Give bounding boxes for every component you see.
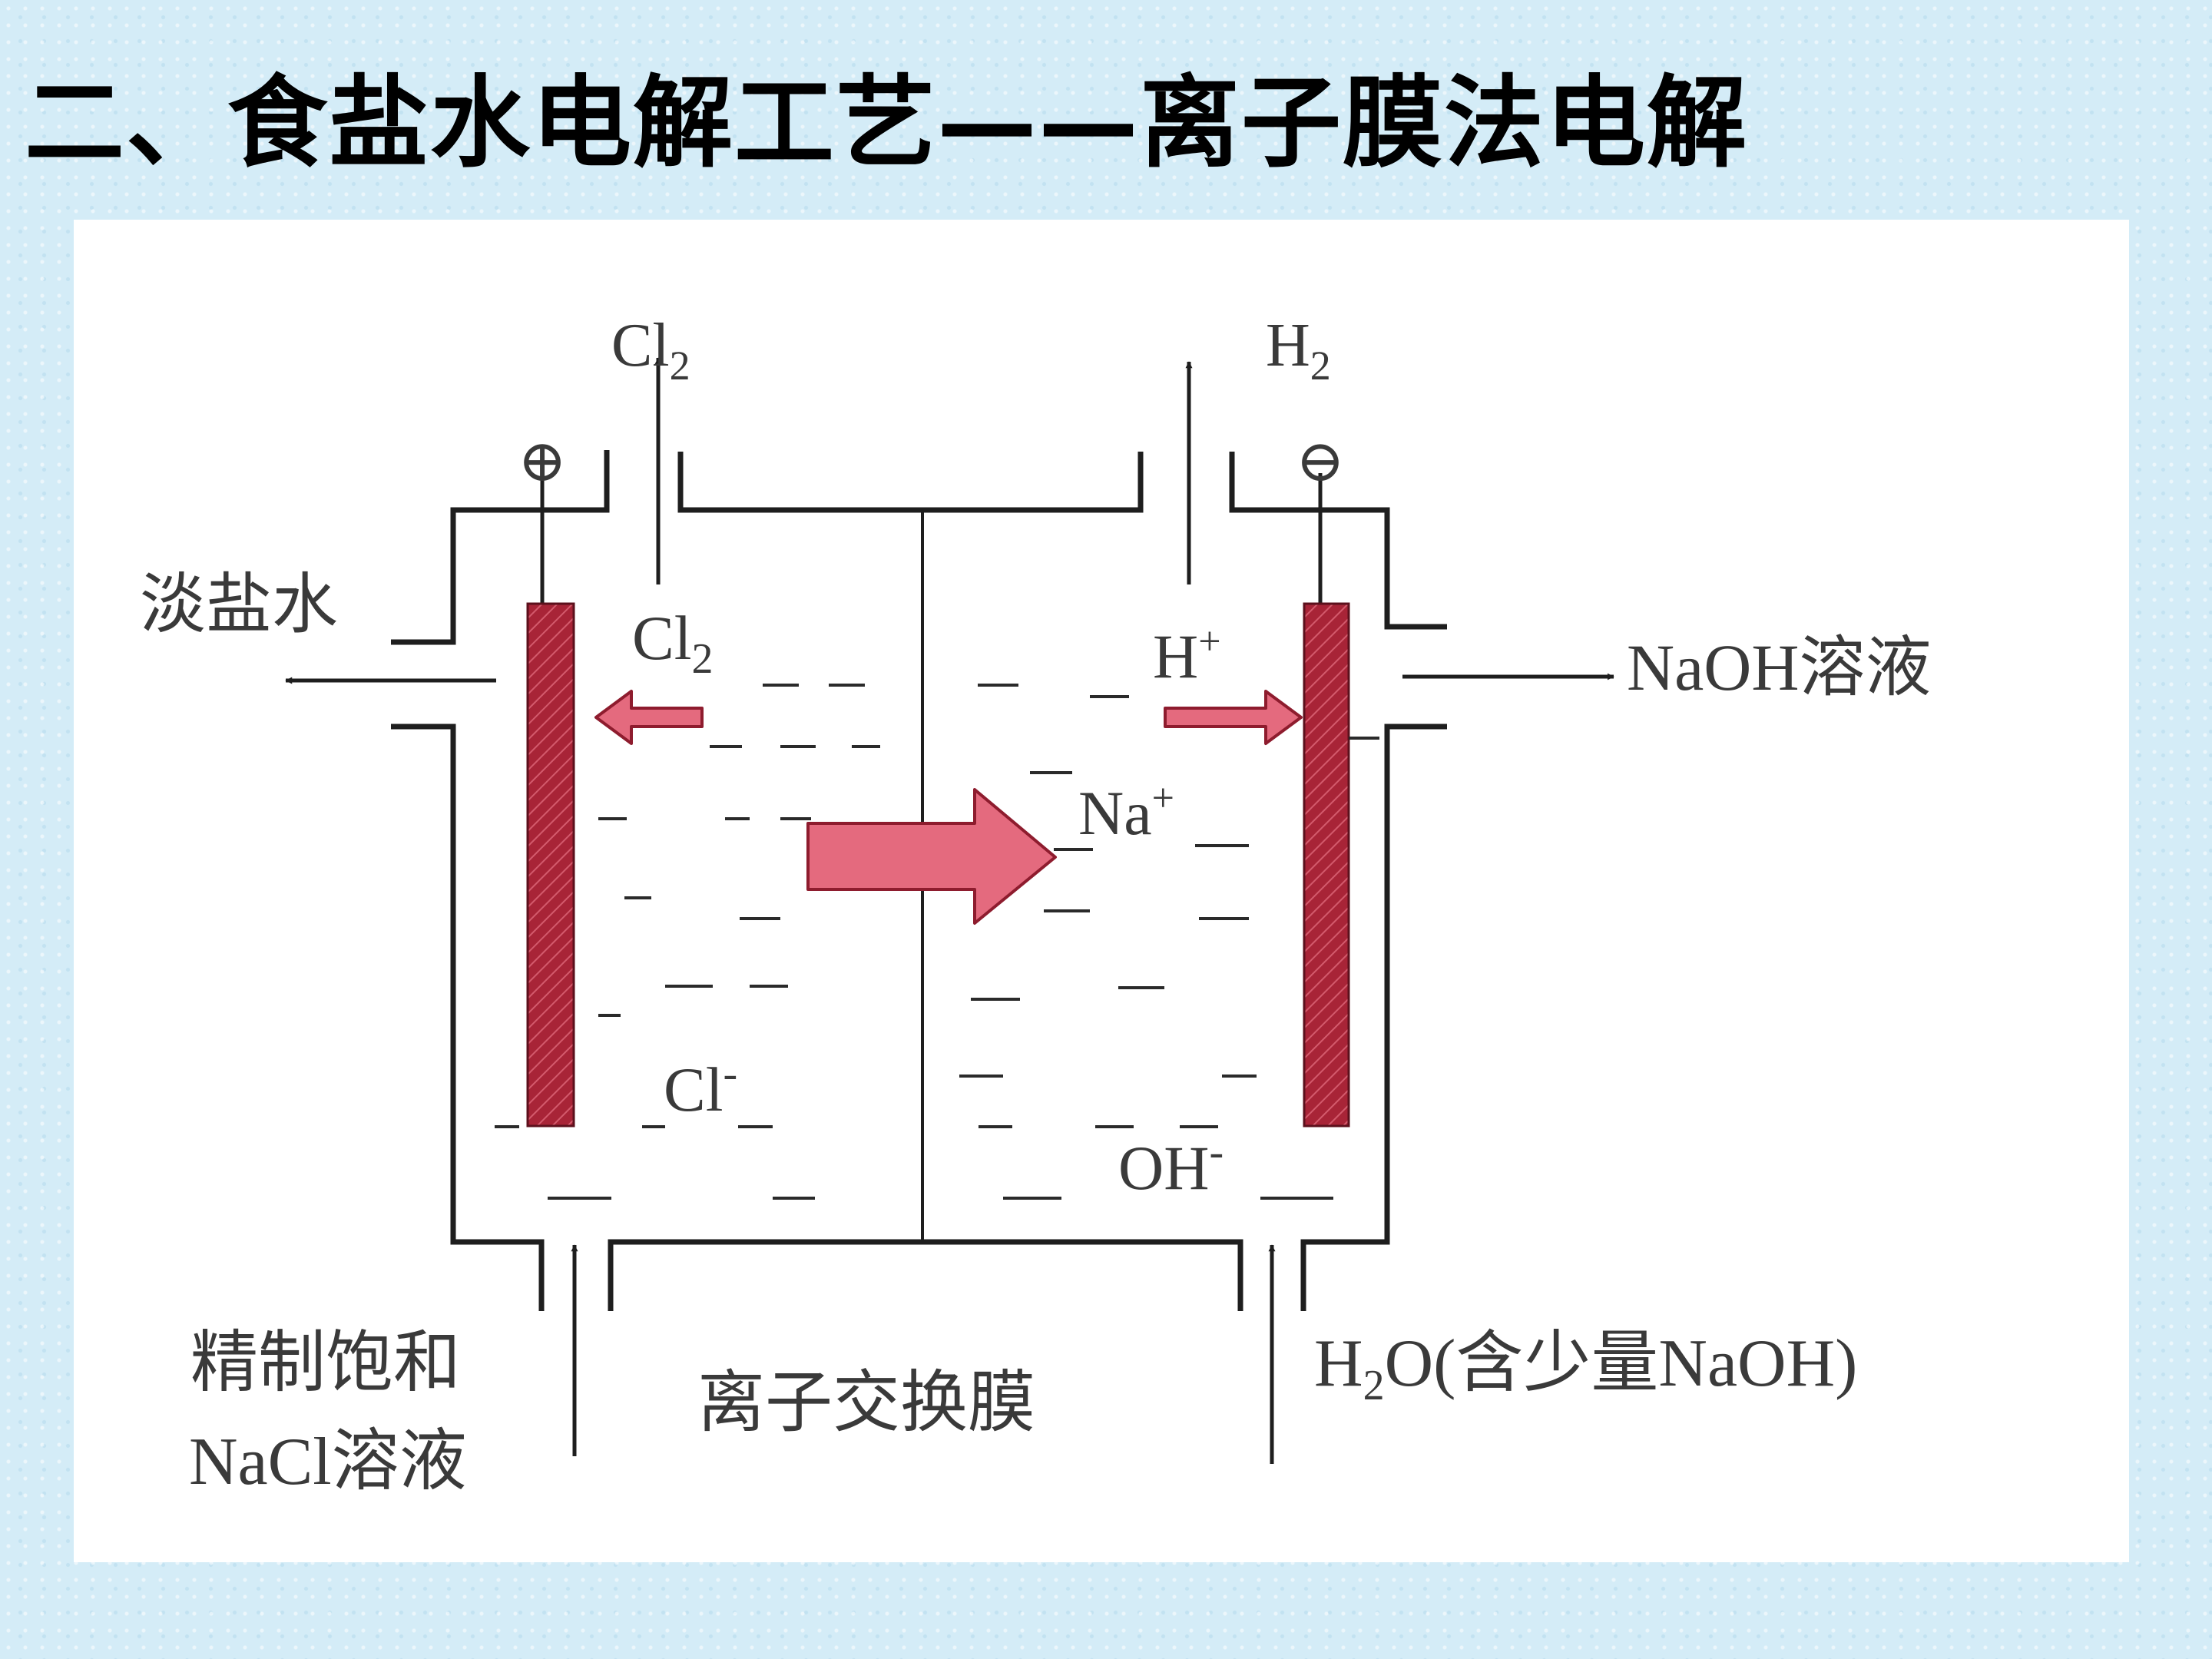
bottom-wall <box>608 1239 1243 1311</box>
cathode-sign: ⊖ <box>1296 429 1345 494</box>
liquid-dashes <box>495 684 1379 1200</box>
flow-arrows <box>285 357 1614 1464</box>
brine-inlet-label-line1: 精制饱和 <box>190 1323 461 1402</box>
ion-na-label: Na+ <box>1078 777 1174 848</box>
anode-electrode <box>526 602 575 1128</box>
membrane-label: 离子交换膜 <box>697 1363 1035 1442</box>
electrolysis-figure: ⊕ ⊖ <box>74 220 2129 1562</box>
left-lower-wall <box>391 724 545 1311</box>
cl2-gas-label: Cl2 <box>611 312 690 389</box>
cl2-to-anode-arrow <box>594 690 704 745</box>
ion-h-label: H+ <box>1153 620 1221 691</box>
dilute-brine-label: 淡盐水 <box>140 566 338 643</box>
h-to-cathode-arrow <box>1164 690 1303 745</box>
ion-oh-label: OH- <box>1118 1128 1224 1203</box>
water-inlet-label: H2O(含少量NaOH) <box>1314 1326 1857 1409</box>
slide-title: 二、食盐水电解工艺——离子膜法电解 <box>25 65 1749 181</box>
cathode-top-cap <box>1229 452 1447 630</box>
lid <box>677 452 1144 513</box>
h2-gas-label: H2 <box>1266 312 1331 389</box>
ion-cl2-label: Cl2 <box>632 603 713 683</box>
cell-walls <box>391 450 1447 1311</box>
right-lower-wall <box>1300 724 1447 1311</box>
brine-inlet-label-line2: NaCl溶液 <box>189 1425 467 1499</box>
ion-migration-arrows <box>594 690 1303 925</box>
naoh-solution-label: NaOH溶液 <box>1627 631 1932 704</box>
cathode-electrode <box>1303 602 1350 1128</box>
ion-cl-label: Cl- <box>664 1050 737 1124</box>
na-crossing-membrane-arrow <box>806 788 1057 925</box>
anode-top-cap <box>391 450 610 645</box>
anode-sign: ⊕ <box>518 429 567 494</box>
electrolysis-cell-diagram: ⊕ ⊖ <box>140 312 1932 1499</box>
